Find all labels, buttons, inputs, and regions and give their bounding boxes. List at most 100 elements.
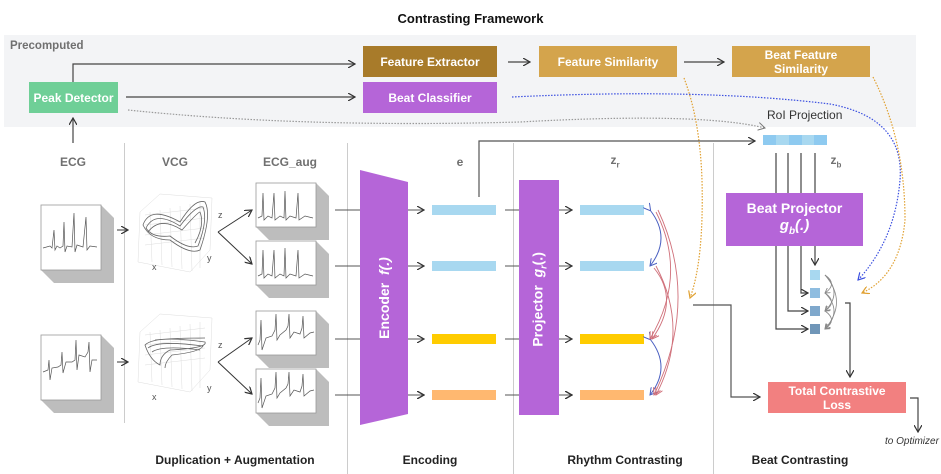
beat-feature-similarity-label-1: Beat Feature bbox=[764, 47, 838, 62]
vcg-column-label: VCG bbox=[161, 155, 188, 169]
rhythm-to-loss-arrow bbox=[693, 304, 760, 397]
negative-pair-arc-3 bbox=[652, 267, 667, 339]
vcg-bottom-axis-y: y bbox=[207, 383, 212, 393]
beat-projector-fn-main: g bbox=[779, 216, 789, 234]
vcg-plot-bottom bbox=[137, 313, 213, 393]
total-loss-label-2: Loss bbox=[822, 397, 851, 412]
vcg-to-aug-arrow-2 bbox=[217, 231, 252, 264]
vcg-bottom-axis-z: z bbox=[218, 340, 223, 350]
beat-classifier-dotted-path bbox=[511, 93, 901, 280]
zb-main: z bbox=[830, 153, 837, 167]
projector-label: Projector gr(.) bbox=[530, 249, 549, 349]
beat-arc bbox=[825, 274, 832, 293]
peak-roi-dotted-path bbox=[127, 109, 765, 128]
diagram-title: Contrasting Framework bbox=[397, 11, 544, 26]
vcg-loop-bottom bbox=[144, 337, 206, 369]
projector-fn-tail: (.) bbox=[529, 252, 546, 266]
zr-vector-4 bbox=[580, 390, 644, 400]
vcg-top-axis-x: x bbox=[152, 262, 157, 272]
feature-similarity-dotted-path bbox=[683, 77, 703, 298]
roi-projection-label: RoI Projection bbox=[767, 108, 843, 122]
to-optimizer-label: to Optimizer bbox=[885, 436, 939, 447]
beat-projector-fn-sub: b bbox=[788, 225, 796, 237]
beat-projector-fn-tail: (.) bbox=[795, 216, 810, 234]
section-duplication-augmentation: Duplication + Augmentation bbox=[155, 453, 315, 467]
negative-pair-arc-1 bbox=[650, 211, 671, 339]
beat-classifier-box: Beat Classifier bbox=[363, 82, 497, 113]
divider bbox=[713, 143, 714, 474]
beat-feature-similarity-box: Beat Feature Similarity bbox=[732, 46, 870, 77]
beat-arc bbox=[825, 292, 832, 311]
ecg-aug-card-1 bbox=[255, 182, 329, 240]
loss-to-optimizer-arrow bbox=[910, 397, 918, 432]
beat-feature-similarity-label-2: Similarity bbox=[773, 61, 829, 76]
beat-projector-box: Beat Projector gb(.) bbox=[726, 193, 863, 246]
beat-embedding-2 bbox=[810, 288, 820, 298]
projector-fn-sub: r bbox=[538, 265, 549, 269]
e-vector-1 bbox=[432, 205, 496, 215]
beat-projector-fn: gb(.) bbox=[780, 217, 809, 241]
projector-fn: g bbox=[529, 268, 546, 278]
ecg-aug-column-label: ECG_aug bbox=[262, 155, 317, 169]
zb-column-label: zb bbox=[826, 153, 846, 169]
vcg-bottom-axis-x: x bbox=[152, 392, 157, 402]
ecg-column-label: ECG bbox=[59, 155, 86, 169]
beat-proj-line-4 bbox=[775, 246, 808, 329]
zr-vector-2 bbox=[580, 261, 644, 271]
encoder-label: Encoder f(.) bbox=[376, 248, 392, 348]
vcg-loop-top bbox=[142, 201, 208, 252]
e-to-roi-arrow bbox=[478, 141, 755, 197]
e-vector-3 bbox=[432, 334, 496, 344]
zr-main: z bbox=[610, 153, 617, 167]
beat-embedding-3 bbox=[810, 306, 820, 316]
projector-text: Projector bbox=[529, 285, 546, 347]
section-encoding: Encoding bbox=[402, 453, 458, 467]
peak-detector-box: Peak Detector bbox=[29, 82, 118, 113]
positive-pair-arc-1 bbox=[650, 210, 662, 266]
zr-sub: r bbox=[616, 160, 620, 170]
feature-extractor-box: Feature Extractor bbox=[363, 46, 497, 77]
ecg-aug-card-4 bbox=[255, 368, 329, 426]
divider bbox=[347, 143, 348, 474]
ecg-aug-card-3 bbox=[255, 310, 329, 368]
positive-pair-arc-2 bbox=[650, 339, 662, 395]
encoder-fn: f(.) bbox=[376, 257, 392, 276]
beat-to-loss-arrow bbox=[845, 302, 850, 377]
total-contrastive-loss-box: Total Contrastive Loss bbox=[768, 382, 906, 413]
section-beat-contrasting: Beat Contrasting bbox=[751, 453, 849, 467]
divider bbox=[513, 143, 514, 474]
e-vector-4 bbox=[432, 390, 496, 400]
beat-embedding-4 bbox=[810, 324, 820, 334]
projector-block bbox=[519, 180, 559, 415]
total-loss-label-1: Total Contrastive bbox=[788, 383, 886, 398]
beat-proj-line-2 bbox=[800, 246, 808, 293]
vcg-top-axis-z: z bbox=[218, 210, 223, 220]
beat-proj-line-3 bbox=[787, 246, 808, 311]
zb-sub: b bbox=[836, 160, 842, 170]
precomputed-label: Precomputed bbox=[10, 40, 84, 52]
beat-embedding-1 bbox=[810, 270, 820, 280]
vcg-plot-top bbox=[137, 193, 213, 273]
vcg-top-axis-y: y bbox=[207, 253, 212, 263]
feature-similarity-label: Feature Similarity bbox=[557, 54, 659, 69]
feature-similarity-box: Feature Similarity bbox=[539, 46, 677, 77]
e-column-label: e bbox=[456, 155, 464, 169]
zb-vector bbox=[763, 135, 827, 145]
beat-projector-label: Beat Projector bbox=[746, 199, 843, 216]
ecg-card-top bbox=[40, 204, 114, 283]
vcg-to-aug-arrow-4 bbox=[217, 361, 252, 394]
vcg-to-aug-arrow-3 bbox=[217, 338, 252, 363]
encoder-text: Encoder bbox=[376, 282, 392, 339]
feature-extractor-label: Feature Extractor bbox=[380, 54, 480, 69]
peak-to-feature-extractor-arrow bbox=[72, 64, 355, 82]
zr-column-label: zr bbox=[600, 153, 630, 169]
e-vector-2 bbox=[432, 261, 496, 271]
zr-vector-3 bbox=[580, 334, 644, 344]
peak-detector-label: Peak Detector bbox=[33, 90, 114, 105]
beat-feature-similarity-dotted-path bbox=[862, 76, 906, 293]
beat-arc bbox=[825, 310, 832, 329]
section-rhythm-contrasting: Rhythm Contrasting bbox=[567, 453, 683, 467]
negative-pair-arc-2 bbox=[654, 209, 679, 395]
beat-classifier-label: Beat Classifier bbox=[388, 90, 472, 105]
beat-arc bbox=[825, 274, 837, 329]
